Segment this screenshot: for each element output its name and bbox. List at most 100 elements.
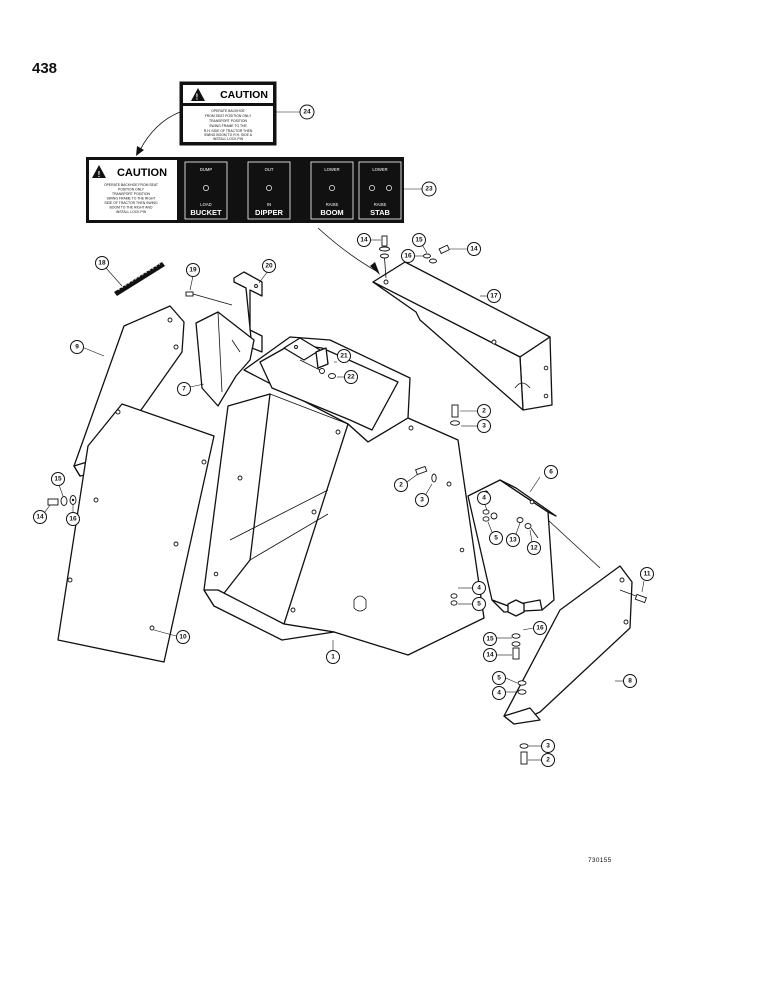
control-bottom-label: DIPPER [255,208,284,217]
callout-17: 17 [487,289,501,303]
callout-7: 7 [177,382,191,396]
svg-text:4: 4 [477,585,481,592]
svg-text:14: 14 [486,652,494,659]
svg-text:15: 15 [486,636,494,643]
decal-control-boom: LOWER RAISE BOOM [310,161,354,220]
panel-7 [195,311,255,407]
bolt-2-washer-3-upper [450,404,460,426]
svg-text:12: 12 [530,545,538,552]
svg-text:2: 2 [546,757,550,764]
decal-small-line: TRANSPORT POSITION [209,119,247,123]
svg-text:20: 20 [265,263,273,270]
svg-text:10: 10 [179,634,187,641]
svg-text:21: 21 [340,353,348,360]
decal-small-line: SWING FRAME TO THE [209,124,247,128]
svg-text:22: 22 [347,374,355,381]
svg-text:6: 6 [549,469,553,476]
control-top-label: DUMP [200,167,213,172]
svg-text:2: 2 [482,408,486,415]
svg-text:14: 14 [470,246,478,253]
control-bottom-label: BUCKET [190,208,222,217]
svg-text:16: 16 [404,253,412,260]
bolt-11 [619,589,647,604]
svg-text:5: 5 [497,675,501,682]
callout-16: 16 [401,249,415,263]
decal-small-line: OPERATE BACKHOE [211,109,245,113]
decal-control-bucket: DUMP LOAD BUCKET [184,161,228,220]
control-bottom-label: STAB [370,208,390,217]
callout-4: 4 [477,491,491,505]
callout-14: 14 [467,242,481,256]
callout-1: 1 [326,650,340,664]
callout-13: 13 [506,533,520,547]
callout-16: 16 [66,512,80,526]
callout-3: 3 [541,739,555,753]
callout-2: 2 [394,478,408,492]
callout-5: 5 [472,597,486,611]
svg-text:16: 16 [536,625,544,632]
decal-small-line: FROM SEAT POSITION ONLY [205,114,252,118]
callout-23: 23 [421,181,437,197]
svg-text:24: 24 [303,109,311,116]
hardware-14-15-16-left [47,495,77,506]
callout-6: 6 [544,465,558,479]
bracket-20 [233,271,263,353]
decal-control-stab: LOWER RAISE STAB [358,161,402,220]
decal-control-dipper: OUT IN DIPPER [247,161,291,220]
callout-15: 15 [483,632,497,646]
svg-text:4: 4 [482,495,486,502]
caution-decal-large: ! CAUTION OPERATE BACKHOE FROM SEAT POSI… [86,157,404,223]
svg-text:15: 15 [415,237,423,244]
callout-5: 5 [492,671,506,685]
decal-placement-arrow [317,227,379,273]
svg-text:3: 3 [420,497,424,504]
warning-triangle-icon [191,88,205,101]
page-number: 438 [32,60,58,77]
svg-text:2: 2 [399,482,403,489]
callout-3: 3 [415,493,429,507]
svg-text:3: 3 [546,743,550,750]
caution-decal-small: ! CAUTION OPERATE BACKHOE FROM SEAT POSI… [179,81,277,146]
svg-text:4: 4 [497,690,501,697]
control-top-label: LOWER [372,167,387,172]
bolt-2-washer-3-bottom [519,743,529,765]
top-hardware [379,235,450,279]
callout-2: 2 [541,753,555,767]
svg-text:14: 14 [36,514,44,521]
hardware-12-13 [516,517,539,539]
callout-18: 18 [95,256,109,270]
hardware-21-22 [299,359,336,379]
callout-9: 9 [70,340,84,354]
svg-text:8: 8 [628,678,632,685]
nut-4-washer-5-mid [450,593,458,606]
svg-text:16: 16 [69,516,77,523]
control-top-label: LOWER [324,167,339,172]
svg-text:23: 23 [425,186,433,193]
decal-large-line: INSTALL LOCK PIN [116,210,147,214]
svg-text:15: 15 [54,476,62,483]
callout-15: 15 [51,472,65,486]
callout-24: 24 [299,104,315,120]
main-tower-1 [203,336,485,656]
callout-15: 15 [412,233,426,247]
decal-large-line: BOOM TO THE RIGHT AND [110,206,153,210]
svg-text:7: 7 [182,386,186,393]
callout-8: 8 [623,674,637,688]
svg-text:3: 3 [482,423,486,430]
decal-leader-arrowhead [136,146,144,156]
callout-14: 14 [483,648,497,662]
decal-large-line: TRANSPORT POSITION [112,192,150,196]
callout-20: 20 [262,259,276,273]
callout-19: 19 [186,263,200,277]
callout-11: 11 [640,567,654,581]
control-bottom-small-label: IN [267,202,271,207]
callout-2: 2 [477,404,491,418]
decal-large-header: CAUTION [117,167,167,179]
callout-10: 10 [176,630,190,644]
bolt-19 [185,291,233,306]
control-bottom-small-label: RAISE [326,202,339,207]
callout-14: 14 [357,233,371,247]
svg-text:1: 1 [331,654,335,661]
decal-large-line: SIDE OF TRACTOR THEN SWING [104,201,158,205]
